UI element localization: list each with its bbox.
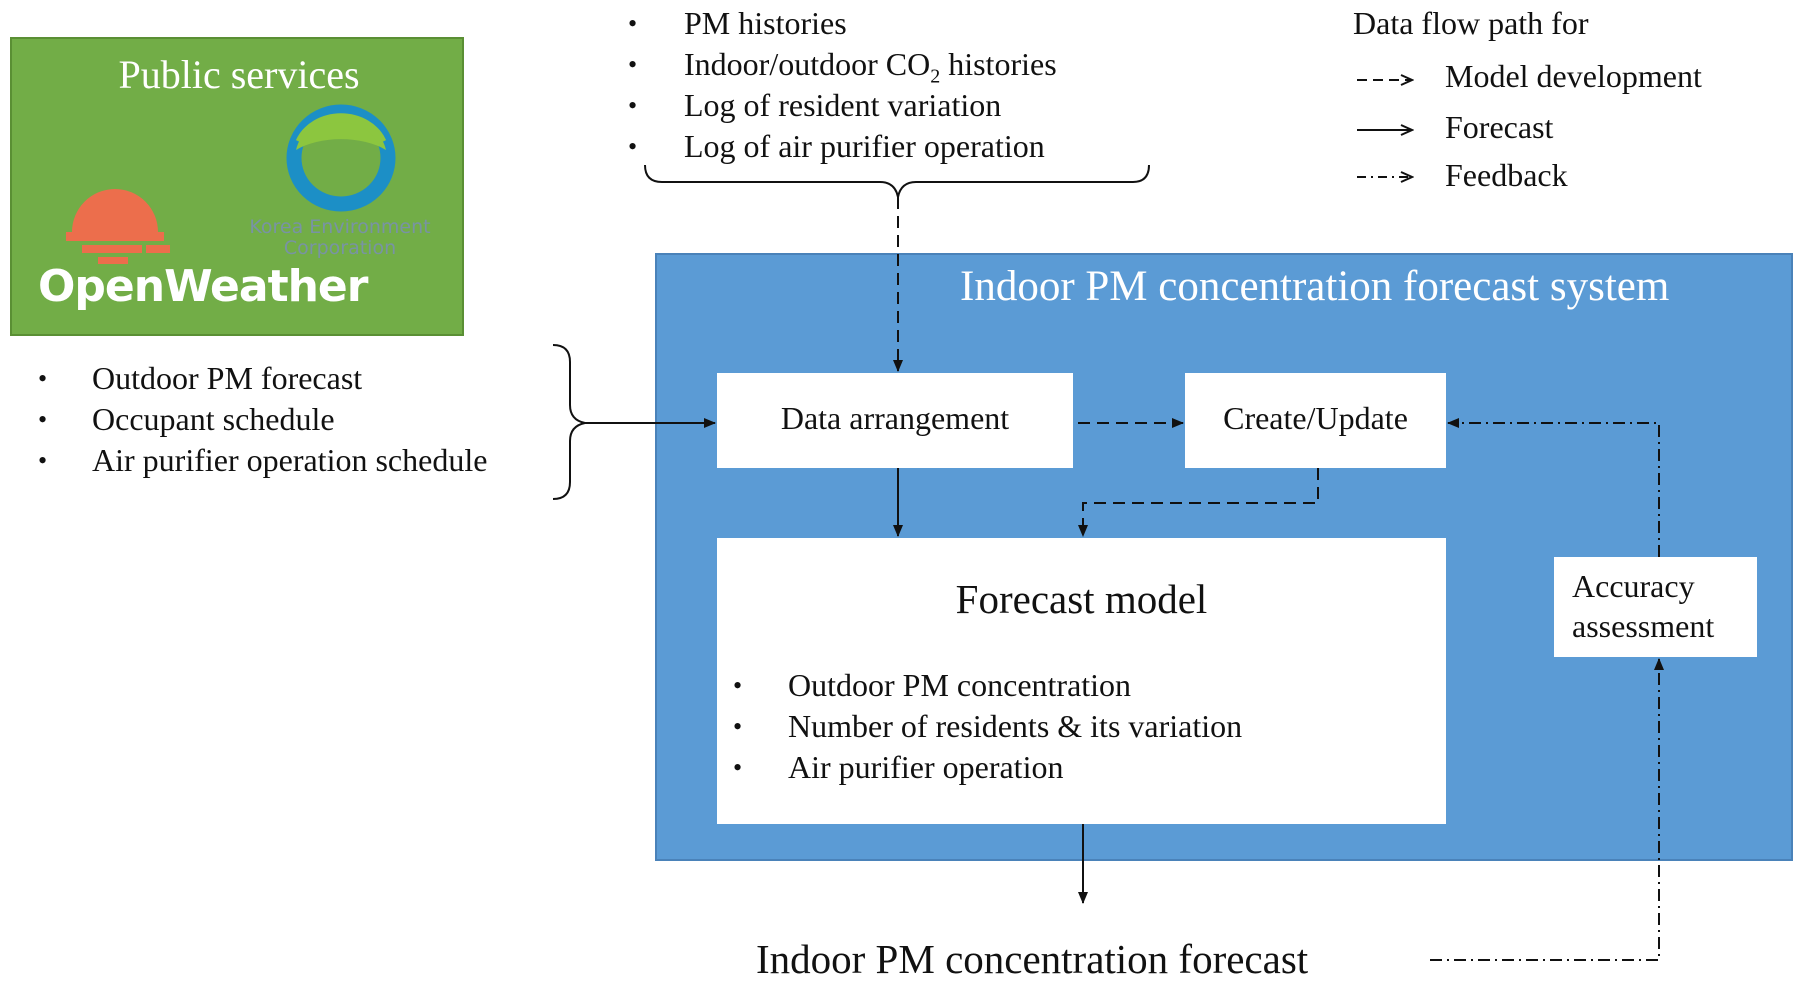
data-arrangement-label: Data arrangement	[780, 400, 1010, 436]
list-item-text: Log of air purifier operation	[684, 128, 1045, 164]
schedule-input-list: •Outdoor PM forecast •Occupant schedule …	[38, 358, 487, 481]
accuracy-to-update-flow	[1447, 418, 1660, 557]
output-forecast-label: Indoor PM concentration forecast	[756, 936, 1309, 982]
bullet: •	[628, 132, 638, 161]
list-item-text: PM histories	[684, 5, 847, 41]
bullet: •	[38, 446, 48, 475]
co2-subscript: 2	[930, 65, 941, 88]
bullet: •	[733, 753, 743, 782]
co2-prefix: Indoor/outdoor CO	[684, 46, 931, 82]
bullet: •	[628, 91, 638, 120]
bullet: •	[733, 712, 743, 741]
list-item: • Occupant schedule	[38, 399, 487, 440]
kec-wordmark-line2: Corporation	[283, 237, 397, 259]
list-item: • Log of air purifier operation	[628, 126, 1057, 167]
list-item-text: Outdoor PM forecast	[92, 360, 363, 396]
list-item: • Outdoor PM concentration	[733, 665, 1242, 706]
list-item-text: Occupant schedule	[92, 401, 335, 437]
input-brace	[552, 344, 586, 500]
output-to-accuracy-flow	[1430, 658, 1664, 961]
list-item-text: Log of resident variation	[684, 87, 1002, 123]
list-item: • Air purifier operation	[733, 747, 1242, 788]
list-item-text: Number of residents & its variation	[788, 708, 1243, 744]
history-input-list: • PM histories • Indoor/outdoor CO2 histor…	[628, 3, 1057, 167]
legend-label-feedback: Feedback	[1445, 157, 1568, 193]
kec-wordmark: Korea Environment Corporation	[225, 217, 455, 259]
update-to-model-flow	[1078, 468, 1319, 537]
list-item: • Log of resident variation	[628, 85, 1057, 126]
create-update-label: Create/Update	[1223, 400, 1408, 436]
list-item: • Number of residents & its variation	[733, 706, 1242, 747]
list-item-text: Air purifier operation schedule	[92, 442, 488, 478]
public-services-panel: Public services	[10, 37, 464, 336]
kec-logo-icon	[286, 104, 396, 212]
legend-title: Data flow path for	[1353, 5, 1589, 41]
bullet: •	[38, 364, 48, 393]
bullet: •	[38, 405, 48, 434]
forecast-model-node	[717, 538, 1446, 824]
openweather-wordmark: OpenWeather	[38, 261, 368, 312]
data-arrangement-node	[717, 373, 1073, 468]
list-item: • Air purifier operation schedule	[38, 440, 487, 481]
list-item-text: Outdoor PM concentration	[788, 667, 1132, 703]
legend-label-model-development: Model development	[1445, 58, 1702, 94]
forecast-model-variable-list: • Outdoor PM concentration • Number of res…	[733, 665, 1242, 788]
forecast-system-title: Indoor PM concentration forecast system	[960, 263, 1670, 310]
legend-label-forecast: Forecast	[1445, 109, 1554, 145]
co2-suffix: histories	[940, 46, 1057, 82]
forecast-model-title: Forecast model	[955, 576, 1208, 622]
history-brace	[644, 164, 1150, 198]
bullet: •	[628, 50, 638, 79]
accuracy-assessment-node	[1554, 557, 1757, 657]
list-item-text: Air purifier operation	[788, 749, 1064, 785]
accuracy-assessment-label: Accuracy assessment	[1572, 568, 1715, 644]
openweather-logo-icon	[66, 189, 170, 264]
list-item: • Indoor/outdoor CO2 histories	[628, 44, 1057, 87]
public-services-title: Public services	[118, 52, 360, 97]
bullet: •	[733, 671, 743, 700]
list-item: • Outdoor PM forecast	[38, 358, 487, 399]
list-item-text: Indoor/outdoor CO2 histories	[684, 46, 1057, 87]
create-update-node	[1185, 373, 1446, 468]
bullet: •	[628, 9, 638, 38]
list-item: • PM histories	[628, 3, 1057, 44]
kec-wordmark-line1: Korea Environment	[249, 216, 431, 238]
